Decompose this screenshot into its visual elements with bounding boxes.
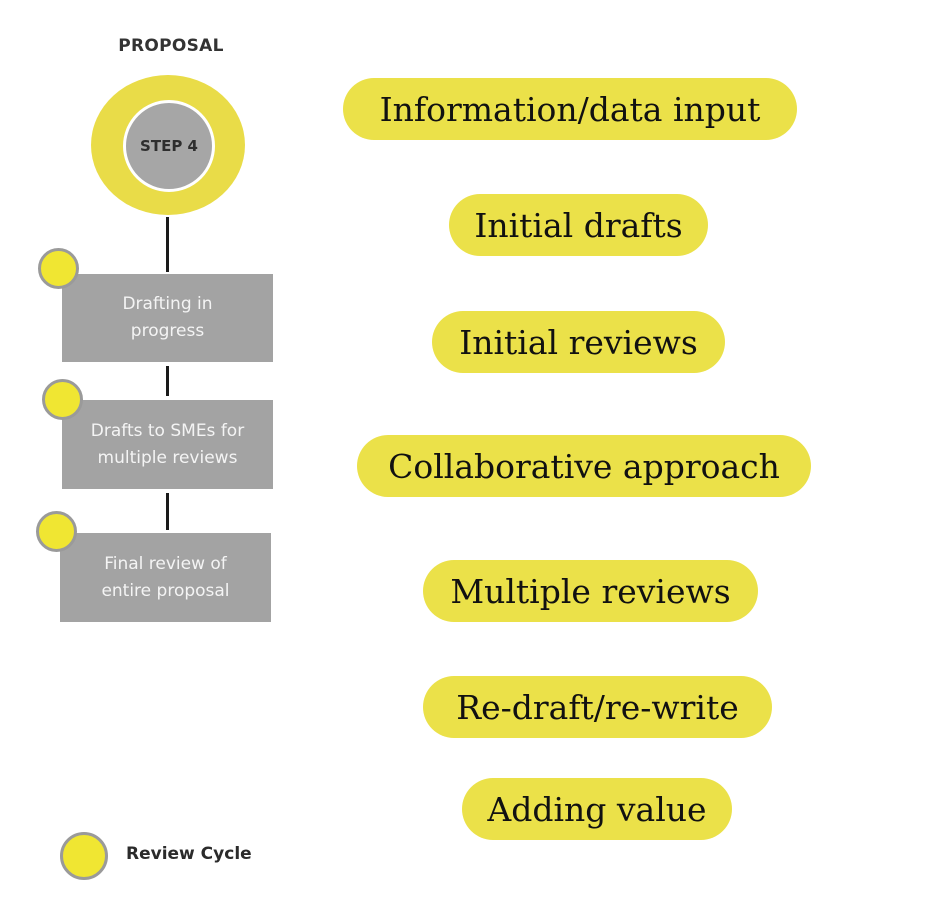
legend-review-cycle-icon xyxy=(60,832,108,880)
connector-line xyxy=(166,493,169,530)
review-cycle-marker xyxy=(42,379,83,420)
proposal-heading: PROPOSAL xyxy=(118,36,224,56)
pill-re-draft-re-write: Re-draft/re-write xyxy=(423,676,772,738)
review-cycle-marker xyxy=(36,511,77,552)
pill-multiple-reviews: Multiple reviews xyxy=(423,560,758,622)
connector-line xyxy=(166,366,169,396)
pill-information-data-input: Information/data input xyxy=(343,78,797,140)
pill-initial-reviews: Initial reviews xyxy=(432,311,725,373)
pill-initial-drafts: Initial drafts xyxy=(449,194,708,256)
stage-drafts-to-smes: Drafts to SMEs for multiple reviews xyxy=(62,400,273,489)
legend-label: Review Cycle xyxy=(126,844,252,864)
review-cycle-marker xyxy=(38,248,79,289)
pill-adding-value: Adding value xyxy=(462,778,732,840)
step-badge: STEP 4 xyxy=(123,100,215,192)
connector-line xyxy=(166,217,169,272)
stage-final-review: Final review of entire proposal xyxy=(60,533,271,622)
pill-collaborative-approach: Collaborative approach xyxy=(357,435,811,497)
stage-drafting-in-progress: Drafting in progress xyxy=(62,274,273,362)
step-ring: STEP 4 xyxy=(91,75,245,215)
